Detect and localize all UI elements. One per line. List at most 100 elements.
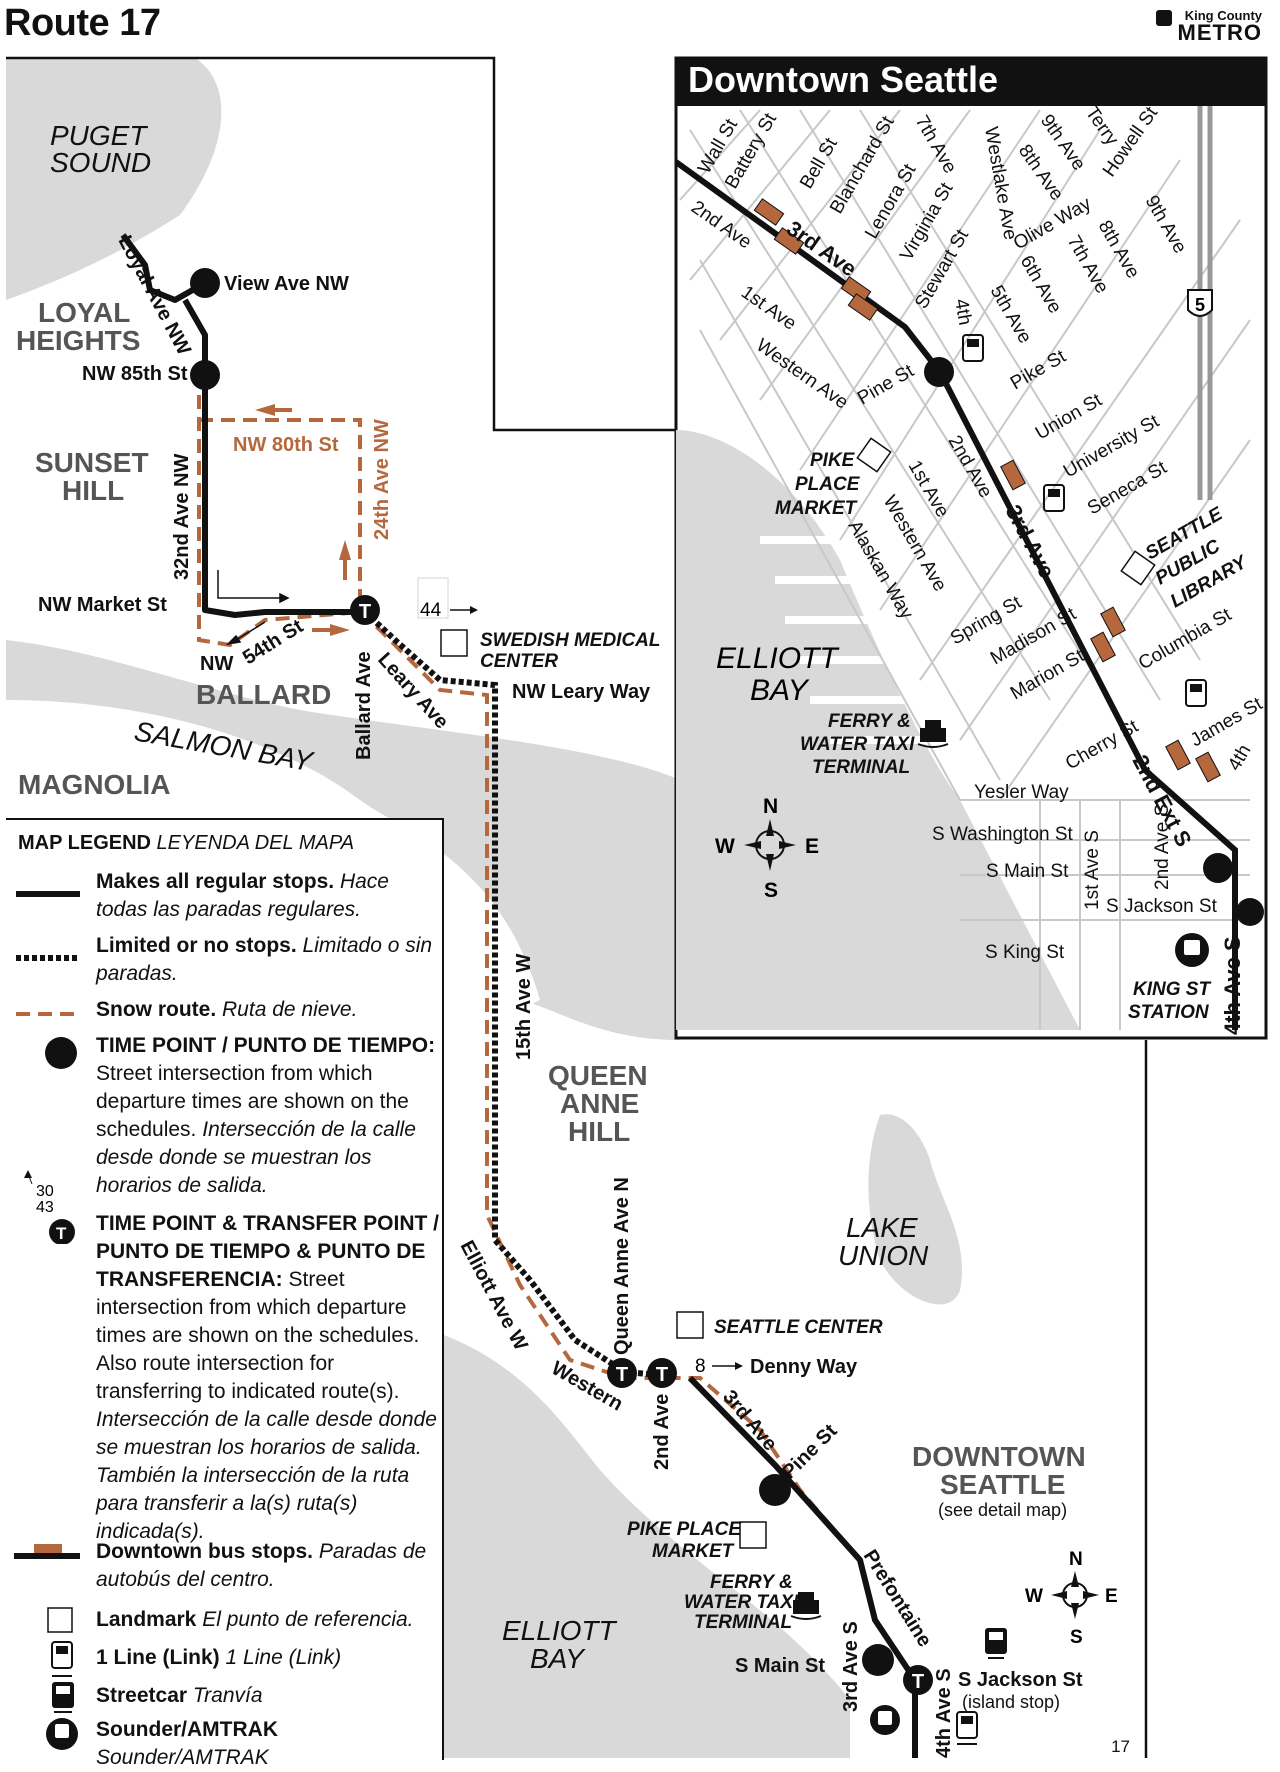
- timepoint-pine: [759, 1474, 791, 1506]
- svg-text:E: E: [1105, 1586, 1118, 1607]
- svg-text:2nd Ave: 2nd Ave: [651, 1394, 673, 1470]
- legend-transfer-icon: 30 43 T: [24, 1170, 75, 1244]
- direction-arrows: [217, 570, 290, 646]
- king-county-metro-logo: King County METRO: [1155, 8, 1262, 44]
- svg-text:E: E: [805, 835, 819, 858]
- svg-text:SEATTLE: SEATTLE: [940, 1469, 1065, 1500]
- transit-icons: [790, 1592, 1007, 1745]
- svg-text:QUEEN: QUEEN: [548, 1060, 648, 1091]
- svg-text:4th Ave S: 4th Ave S: [933, 1668, 955, 1758]
- svg-text:T: T: [656, 1364, 668, 1386]
- inset-timepoints[interactable]: [924, 357, 1264, 926]
- transfer-denny: [647, 1358, 677, 1388]
- svg-text:4th Ave S: 4th Ave S: [1220, 936, 1245, 1035]
- snow-route-arrows: [255, 404, 351, 636]
- inset-landmarks[interactable]: [856, 437, 1156, 586]
- svg-text:NW 85th St: NW 85th St: [82, 363, 188, 385]
- svg-text:FERRY &: FERRY &: [828, 711, 911, 732]
- legend-downtown-stop-icon: [14, 1544, 80, 1559]
- svg-text:View Ave NW: View Ave NW: [224, 273, 349, 295]
- svg-text:LOYAL: LOYAL: [38, 297, 130, 328]
- svg-text:44: 44: [420, 600, 442, 621]
- transfer-routes: 44 8: [417, 577, 743, 1377]
- svg-text:NW 80th St: NW 80th St: [233, 434, 339, 456]
- svg-text:SWEDISH MEDICAL: SWEDISH MEDICAL: [480, 630, 661, 651]
- landmark-boxes[interactable]: [440, 629, 767, 1549]
- svg-text:15th Ave W: 15th Ave W: [513, 954, 535, 1060]
- svg-text:4th: 4th: [950, 297, 975, 327]
- svg-text:30: 30: [36, 1183, 54, 1200]
- svg-text:PLACE: PLACE: [795, 474, 861, 495]
- svg-text:Downtown Seattle: Downtown Seattle: [688, 59, 998, 100]
- svg-text:BALLARD: BALLARD: [196, 679, 331, 710]
- svg-text:FERRY &: FERRY &: [710, 1572, 793, 1593]
- svg-text:T: T: [616, 1364, 628, 1386]
- legend-item-streetcar: Streetcar Tranvía: [96, 1684, 263, 1707]
- transfer-jackson: [903, 1665, 933, 1695]
- svg-text:SEATTLE CENTER: SEATTLE CENTER: [714, 1317, 883, 1338]
- svg-text:BAY: BAY: [530, 1643, 586, 1674]
- svg-text:Ballard Ave: Ballard Ave: [353, 651, 375, 760]
- svg-text:MARKET: MARKET: [652, 1541, 735, 1562]
- svg-text:MARKET: MARKET: [775, 498, 858, 519]
- svg-text:LAKE: LAKE: [846, 1212, 918, 1243]
- svg-text:BAY: BAY: [750, 674, 810, 707]
- legend-solid-line-icon: [16, 891, 80, 897]
- svg-text:S Washington St: S Washington St: [932, 824, 1074, 845]
- page-title: Route 17: [4, 2, 161, 44]
- svg-text:SOUND: SOUND: [50, 147, 151, 178]
- svg-text:WATER TAXI: WATER TAXI: [684, 1592, 799, 1613]
- map-legend: MAP LEGEND LEYENDA DEL MAPA Makes all re…: [6, 818, 444, 1769]
- svg-text:1st Ave S: 1st Ave S: [1082, 830, 1103, 910]
- ferry-icon: [790, 1592, 822, 1620]
- inset-elliott-bay: ELLIOTT: [716, 642, 840, 675]
- svg-text:W: W: [1025, 1586, 1043, 1607]
- svg-text:3rd Ave S: 3rd Ave S: [840, 1621, 862, 1712]
- svg-text:N: N: [1069, 1549, 1083, 1570]
- svg-text:S Jackson St: S Jackson St: [1106, 896, 1218, 917]
- downtown-inset[interactable]: Downtown Seattle 5: [674, 56, 1268, 1040]
- svg-text:HEIGHTS: HEIGHTS: [16, 325, 140, 356]
- page-number: 17: [1111, 1737, 1130, 1756]
- svg-text:S Jackson St: S Jackson St: [958, 1669, 1083, 1691]
- svg-text:24th Ave NW: 24th Ave NW: [371, 419, 393, 540]
- svg-text:N: N: [763, 795, 778, 818]
- svg-text:PIKE: PIKE: [810, 450, 856, 471]
- downtown-stops[interactable]: [753, 198, 1221, 783]
- legend-item-snow: Snow route. Ruta de nieve.: [96, 998, 358, 1021]
- svg-text:32nd Ave NW: 32nd Ave NW: [171, 454, 193, 580]
- legend-item-timepoint: TIME POINT / PUNTO DE TIEMPO: Street int…: [96, 1034, 436, 1197]
- legend-item-link: 1 Line (Link) 1 Line (Link): [96, 1646, 342, 1669]
- transfer-ballard: [350, 595, 380, 625]
- svg-text:T: T: [56, 1224, 67, 1243]
- svg-text:HILL: HILL: [568, 1116, 630, 1147]
- landmark-seattle-center: [676, 1311, 704, 1339]
- svg-text:S Main St: S Main St: [986, 861, 1069, 882]
- legend-link-icon: [51, 1641, 73, 1677]
- svg-text:PUGET: PUGET: [50, 120, 148, 151]
- inset-link-icons: [917, 334, 1209, 967]
- legend-item-regular: Makes all regular stops. Hace todas las …: [96, 870, 389, 921]
- landmark-swedish: [440, 629, 468, 657]
- timepoint-s-main: [862, 1644, 894, 1676]
- svg-text:SUNSET: SUNSET: [35, 447, 149, 478]
- king-county-crown-icon: [1155, 10, 1172, 26]
- legend-dotted-line-icon: [16, 955, 80, 961]
- svg-text:TERMINAL: TERMINAL: [694, 1612, 792, 1633]
- svg-text:TERMINAL: TERMINAL: [812, 757, 910, 778]
- svg-text:(island stop): (island stop): [962, 1692, 1060, 1712]
- time-point-markers[interactable]: T T T T: [190, 268, 933, 1695]
- legend-item-transfer: TIME POINT & TRANSFER POINT / PUNTO DE T…: [96, 1212, 440, 1543]
- legend-item-downtown-stops: Downtown bus stops. Paradas de autobús d…: [96, 1540, 427, 1591]
- svg-text:NW Market St: NW Market St: [38, 594, 167, 616]
- compass-main: N S W E: [1025, 1549, 1118, 1648]
- landmark-labels: SWEDISH MEDICAL CENTER SEATTLE CENTER PI…: [480, 630, 883, 1633]
- sounder-amtrak-icon: [870, 1705, 900, 1735]
- legend-timepoint-icon: [45, 1037, 77, 1069]
- svg-text:2nd Ave S: 2nd Ave S: [1152, 804, 1173, 890]
- svg-text:T: T: [912, 1671, 924, 1693]
- svg-text:S: S: [764, 879, 778, 902]
- svg-text:43: 43: [36, 1199, 54, 1216]
